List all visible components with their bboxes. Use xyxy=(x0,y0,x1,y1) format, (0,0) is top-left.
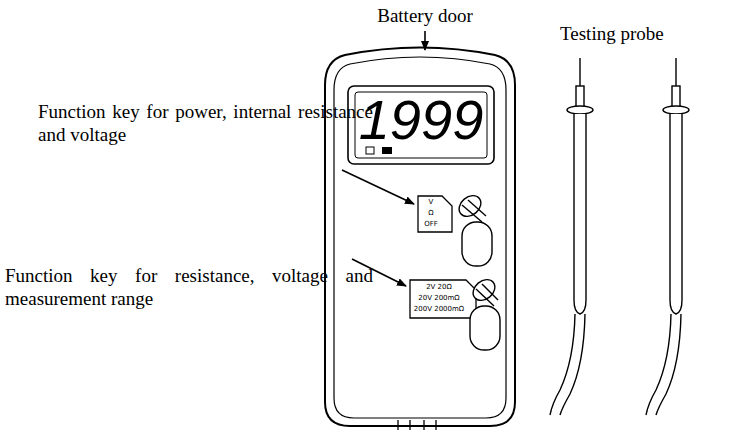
part-label: Testing probe xyxy=(560,22,720,45)
housing-inner-edge xyxy=(334,57,506,418)
key-legend: OFF xyxy=(418,221,444,228)
lcd-window xyxy=(348,86,494,164)
lcd-icon xyxy=(366,147,374,154)
testing-probe xyxy=(646,58,689,415)
key-legend: 200V 2000mΩ xyxy=(411,306,467,313)
push-button xyxy=(469,275,500,350)
key-plate xyxy=(418,196,452,232)
key-plate xyxy=(410,280,476,318)
testing-probe xyxy=(550,58,593,415)
key-legend: Ω xyxy=(418,210,444,217)
lcd-reading: 1999 xyxy=(356,92,486,148)
lcd-glass xyxy=(355,92,487,158)
part-label: Function key for resistance, voltage and… xyxy=(5,264,373,310)
part-label: Function key for power, internal resista… xyxy=(38,100,373,146)
key-legend: 2V 20Ω xyxy=(411,284,467,291)
leader-arrow xyxy=(424,31,426,50)
leader-arrow xyxy=(342,170,414,204)
part-label: Battery door xyxy=(375,4,475,27)
push-button xyxy=(455,191,492,266)
key-legend: 20V 200mΩ xyxy=(411,295,467,302)
key-legend: V xyxy=(418,199,444,206)
test-lead xyxy=(398,420,436,430)
battery-icon xyxy=(382,147,392,154)
